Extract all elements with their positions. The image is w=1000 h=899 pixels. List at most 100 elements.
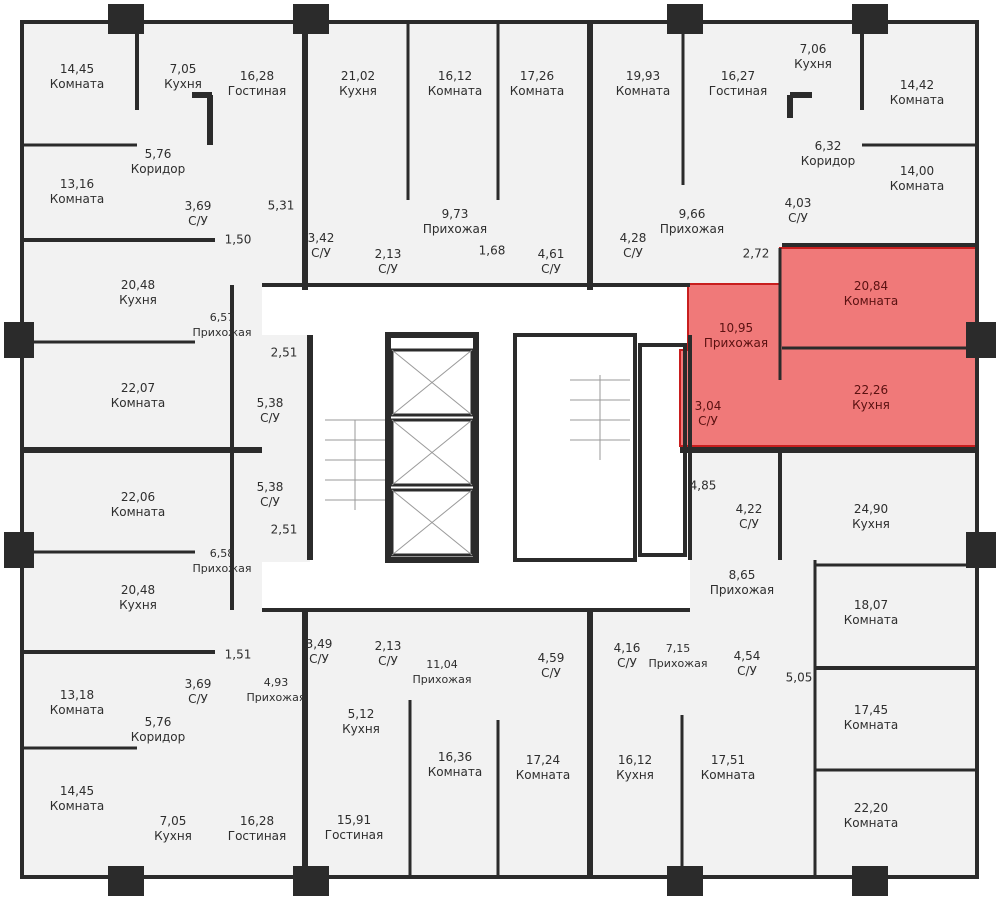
room-area: 20,48 bbox=[120, 278, 156, 292]
room-area: 4,03 bbox=[784, 196, 812, 210]
vent-shafts bbox=[4, 4, 996, 896]
room-area: 19,93 bbox=[625, 69, 661, 83]
room-area: 5,38 bbox=[256, 480, 284, 494]
room-area: 22,07 bbox=[120, 381, 156, 395]
room-area: 17,51 bbox=[710, 753, 746, 767]
room-area: 6,32 bbox=[814, 139, 842, 153]
room-area: 16,28 bbox=[239, 69, 275, 83]
room-name: Комната bbox=[49, 799, 105, 813]
room-label: 2,72 bbox=[743, 247, 770, 262]
room-area: 17,24 bbox=[525, 753, 561, 767]
room-area: 1,50 bbox=[224, 232, 252, 247]
room-area: 3,42 bbox=[307, 231, 335, 245]
stairs bbox=[325, 349, 630, 556]
room-name: Прихожая bbox=[659, 222, 725, 236]
room-name: Кухня bbox=[339, 84, 377, 98]
room-area: 3,49 bbox=[305, 637, 333, 651]
room-label: 2,51 bbox=[271, 523, 298, 538]
room-name: Комната bbox=[615, 84, 671, 98]
room-name: С/У bbox=[188, 214, 208, 228]
room-name: Комната bbox=[515, 768, 571, 782]
room-area: 4,85 bbox=[689, 478, 717, 493]
room-name: Комната bbox=[843, 816, 899, 830]
room-area: 2,51 bbox=[270, 345, 298, 360]
room-area: 5,31 bbox=[267, 198, 295, 213]
room-label: 4,85 bbox=[690, 479, 717, 494]
room-name: С/У bbox=[788, 211, 808, 225]
room-name: С/У bbox=[737, 664, 757, 678]
room-name: Прихожая bbox=[703, 336, 769, 350]
room-name: Кухня bbox=[164, 77, 202, 91]
room-name: Кухня bbox=[119, 293, 157, 307]
room-area: 4,28 bbox=[619, 231, 647, 245]
room-name: С/У bbox=[309, 652, 329, 666]
room-name: Комната bbox=[509, 84, 565, 98]
room-name: С/У bbox=[617, 656, 637, 670]
room-area: 2,51 bbox=[270, 522, 298, 537]
room-area: 16,28 bbox=[239, 814, 275, 828]
room-area: 7,15 bbox=[665, 642, 691, 655]
room-area: 3,69 bbox=[184, 677, 212, 691]
room-area: 7,05 bbox=[169, 62, 197, 76]
room-area: 8,65 bbox=[728, 568, 756, 582]
room-name: С/У bbox=[378, 654, 398, 668]
room-name: Прихожая bbox=[422, 222, 488, 236]
room-area: 16,12 bbox=[617, 753, 653, 767]
room-area: 20,84 bbox=[853, 279, 889, 293]
room-area: 17,26 bbox=[519, 69, 555, 83]
room-area: 6,57 bbox=[209, 311, 235, 324]
room-name: С/У bbox=[378, 262, 398, 276]
room-area: 16,27 bbox=[720, 69, 756, 83]
room-area: 9,73 bbox=[441, 207, 469, 221]
room-area: 2,13 bbox=[374, 639, 402, 653]
room-name: Коридор bbox=[130, 162, 186, 176]
room-name: Гостиная bbox=[324, 828, 384, 842]
room-name: Комната bbox=[700, 768, 756, 782]
room-area: 14,00 bbox=[899, 164, 935, 178]
room-area: 4,93 bbox=[263, 676, 289, 689]
room-area: 9,66 bbox=[678, 207, 706, 221]
room-name: Комната bbox=[889, 179, 945, 193]
room-area: 5,76 bbox=[144, 715, 172, 729]
room-area: 3,69 bbox=[184, 199, 212, 213]
room-label: 1,51 bbox=[225, 648, 252, 663]
room-area: 6,58 bbox=[209, 547, 235, 560]
